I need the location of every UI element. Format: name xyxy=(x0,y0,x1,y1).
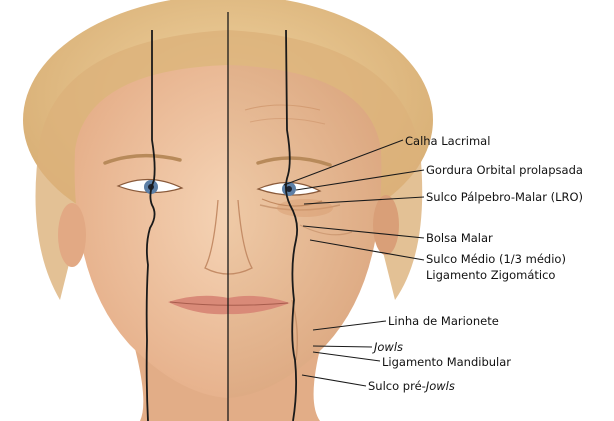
label-bolsa-malar: Bolsa Malar xyxy=(426,231,493,245)
label-sulco-pre-prefix: Sulco pré- xyxy=(368,379,426,393)
label-gordura-orbital: Gordura Orbital prolapsada xyxy=(426,163,583,177)
label-jowls: Jowls xyxy=(372,340,403,354)
label-sulco-pre-italic: Jowls xyxy=(424,379,455,393)
label-ligamento-mandibular: Ligamento Mandibular xyxy=(382,355,511,369)
ear-right xyxy=(373,195,399,255)
label-sulco-palpebro-malar: Sulco Pálpebro-Malar (LRO) xyxy=(426,190,583,204)
label-sulco-medio: Sulco Médio (1/3 médio) xyxy=(426,252,566,266)
ear-left xyxy=(58,203,86,267)
label-sulco-pre-jowls: Sulco pré-Jowls xyxy=(368,379,455,393)
label-linha-marionete: Linha de Marionete xyxy=(388,314,499,328)
label-ligamento-zigomatico: Ligamento Zigomático xyxy=(426,268,555,282)
label-calha-lacrimal: Calha Lacrimal xyxy=(405,134,490,148)
